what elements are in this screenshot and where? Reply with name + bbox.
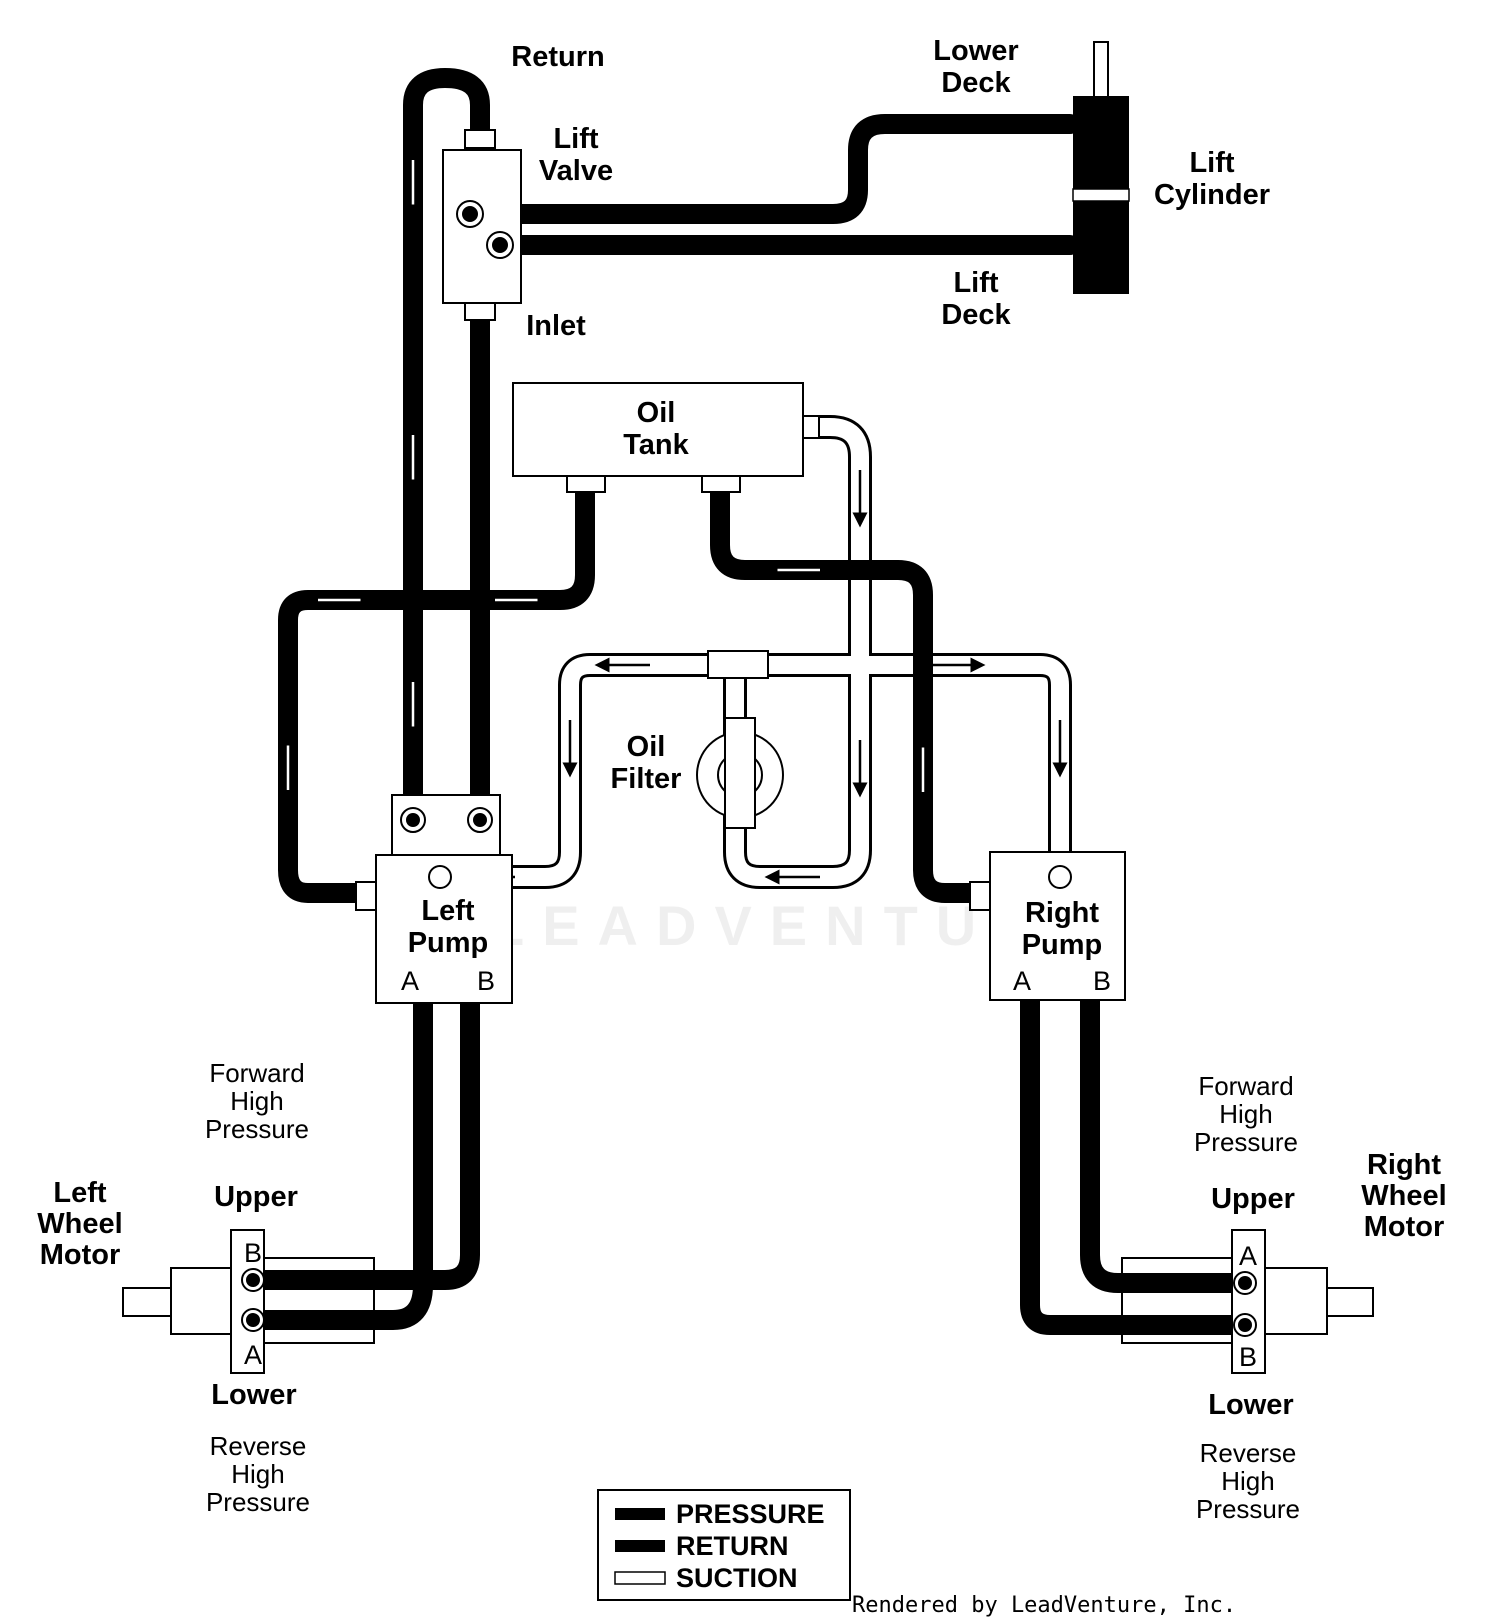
left-wheel-motor (122, 1229, 375, 1374)
label-right-forward-1: Forward (1198, 1071, 1293, 1101)
label-right-reverse-2: High (1221, 1466, 1274, 1496)
legend-label-suction: SUCTION (676, 1563, 798, 1593)
label-left-wheel-motor-1: Left (53, 1177, 107, 1209)
oil-filter (696, 650, 784, 829)
label-left-pump-2: Pump (408, 927, 489, 959)
label-right-motor-port-a: A (1239, 1241, 1257, 1271)
label-left-forward-2: High (230, 1086, 283, 1116)
label-lift-cylinder-2: Cylinder (1154, 179, 1270, 211)
label-lift-valve-1: Lift (553, 123, 598, 155)
label-left-wheel-motor-3: Motor (40, 1239, 121, 1271)
lift-cylinder (1072, 41, 1130, 294)
label-lift-cylinder-1: Lift (1189, 147, 1234, 179)
label-right-reverse-1: Reverse (1200, 1438, 1297, 1468)
label-lift-deck-1: Lift (953, 267, 998, 299)
label-left-forward-3: Pressure (205, 1114, 309, 1144)
right-wheel-motor (1121, 1229, 1374, 1374)
label-left-forward-1: Forward (209, 1058, 304, 1088)
legend-swatch-pressure (615, 1508, 665, 1520)
legend: PRESSURE RETURN SUCTION (597, 1489, 851, 1601)
legend-label-pressure: PRESSURE (676, 1499, 825, 1529)
label-right-upper: Upper (1211, 1183, 1295, 1215)
label-lower-deck-1: Lower (933, 35, 1018, 67)
label-right-forward-2: High (1219, 1099, 1272, 1129)
label-left-reverse-2: High (231, 1459, 284, 1489)
label-lift-valve-2: Valve (539, 155, 613, 187)
pressure-return-lines (245, 68, 1255, 1335)
left-pump (355, 794, 513, 1004)
right-pump-a-line (1020, 990, 1255, 1335)
label-oil-filter-2: Filter (611, 763, 682, 795)
label-right-pump-port-a: A (1013, 966, 1031, 996)
label-oil-filter-1: Oil (627, 731, 666, 763)
flow-arrows-pressure (280, 160, 931, 792)
right-pump (969, 851, 1126, 1001)
label-left-lower: Lower (211, 1379, 296, 1411)
label-right-forward-3: Pressure (1194, 1127, 1298, 1157)
label-lower-deck-2: Deck (941, 67, 1011, 99)
label-right-lower: Lower (1208, 1389, 1293, 1421)
label-left-pump-port-a: A (401, 966, 419, 996)
tank-to-right-pump-line (710, 480, 985, 903)
label-left-reverse-1: Reverse (210, 1431, 307, 1461)
label-oil-tank-2: Tank (623, 429, 689, 461)
label-right-wheel-motor-3: Motor (1364, 1211, 1445, 1243)
label-right-wheel-motor-2: Wheel (1361, 1180, 1446, 1212)
label-left-wheel-motor-2: Wheel (37, 1208, 122, 1240)
right-pump-b-line (1080, 990, 1255, 1293)
label-right-motor-port-b: B (1239, 1342, 1257, 1372)
label-lift-deck-2: Deck (941, 299, 1011, 331)
legend-swatch-return (615, 1540, 665, 1552)
label-oil-tank-1: Oil (637, 397, 676, 429)
label-left-pump-1: Left (421, 895, 475, 927)
legend-label-return: RETURN (676, 1531, 789, 1561)
label-right-pump-2: Pump (1022, 929, 1103, 961)
lower-deck-line (460, 114, 1080, 224)
label-left-upper: Upper (214, 1181, 298, 1213)
label-return: Return (511, 41, 604, 73)
label-inlet: Inlet (526, 310, 586, 342)
label-right-reverse-3: Pressure (1196, 1494, 1300, 1524)
tank-to-left-pump-line (278, 480, 595, 903)
oil-tank (512, 382, 820, 493)
label-right-wheel-motor-1: Right (1367, 1149, 1441, 1181)
label-right-pump-port-b: B (1093, 966, 1111, 996)
left-pump-b-line (245, 990, 480, 1290)
label-right-pump-1: Right (1025, 897, 1099, 929)
label-left-motor-port-a: A (244, 1340, 262, 1370)
label-left-motor-port-b: B (244, 1238, 262, 1268)
legend-swatch-suction (614, 1571, 666, 1585)
label-left-reverse-3: Pressure (206, 1487, 310, 1517)
lift-valve (442, 129, 522, 321)
return-line (403, 68, 490, 830)
labels: Return Lift Valve Inlet Lower Deck Lift … (37, 35, 1446, 1524)
label-left-pump-port-b: B (477, 966, 495, 996)
footer-credit: Rendered by LeadVenture, Inc. (852, 1593, 1236, 1618)
